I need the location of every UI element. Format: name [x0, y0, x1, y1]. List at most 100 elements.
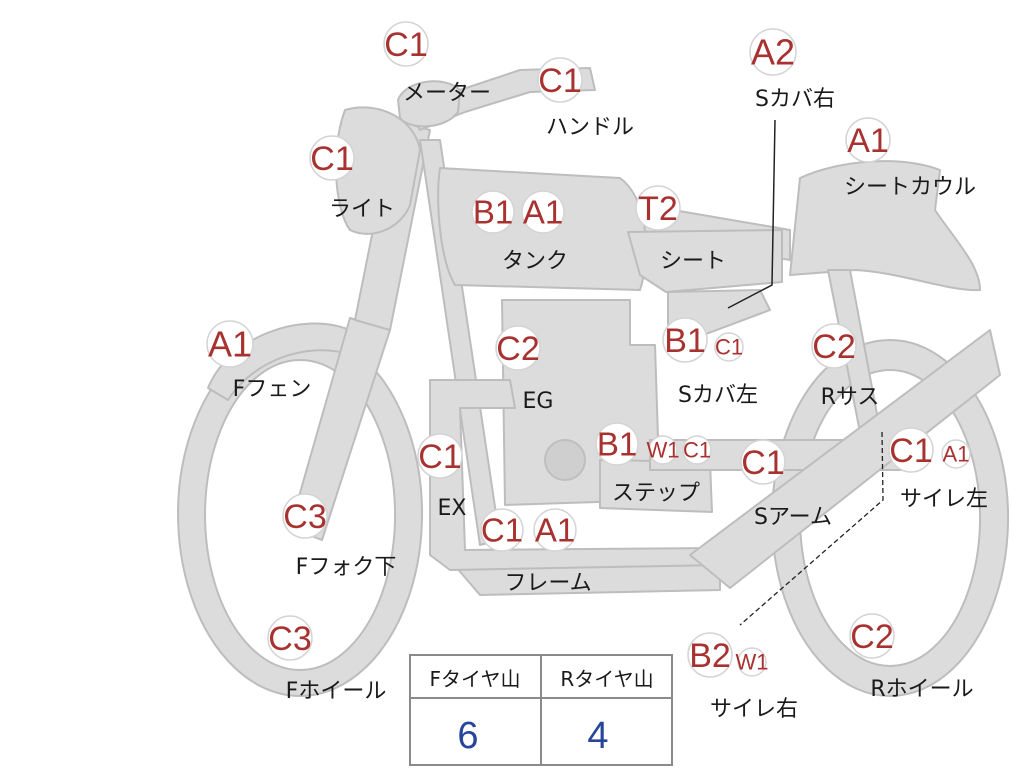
grade-badge-tank-2: A1: [521, 190, 565, 234]
grade-badge-tank-1: B1: [471, 190, 515, 234]
grade-badge-text: W1: [647, 438, 680, 463]
grade-badge-silencer-right-2: W1: [736, 647, 769, 677]
grade-badge-text: C1: [418, 438, 461, 476]
grade-badge-text: C1: [741, 444, 784, 482]
grade-badge-side-cover-left-1: B1: [662, 317, 708, 363]
grade-badge-text: C3: [268, 620, 311, 658]
grade-badge-frame-1: C1: [480, 508, 524, 552]
leader-side-cover-right: [727, 119, 776, 309]
grade-badge-text: W1: [736, 650, 769, 675]
grade-badge-circle: [480, 508, 524, 552]
part-label-front-fender: Fフェン: [233, 377, 312, 402]
grade-badge-text: A2: [751, 32, 795, 73]
part-label-swing-arm: Sアーム: [754, 505, 832, 530]
part-label-engine: EG: [523, 389, 554, 414]
part-label-front-fork-lower: Fフォク下: [296, 555, 397, 580]
grade-badge-circle: [635, 185, 681, 231]
grade-badge-circle: [888, 427, 934, 473]
grade-badge-circle: [267, 615, 313, 661]
part-label-meter: メーター: [403, 81, 491, 106]
seat-shape: [627, 229, 783, 293]
grade-badge-circle: [471, 190, 515, 234]
grade-badge-text: C2: [496, 330, 539, 368]
grade-badge-text: A1: [847, 122, 889, 160]
grade-badge-text: A1: [208, 324, 252, 365]
leader-silencer: [739, 431, 884, 626]
grade-badge-step-1: B1: [595, 422, 639, 466]
grade-badge-circle: [811, 323, 857, 369]
grade-badge-silencer-right-1: B2: [687, 632, 733, 678]
tire-table-value-rear: 4: [587, 715, 608, 757]
grade-badge-text: A1: [523, 194, 563, 231]
grade-badge-engine-1: C2: [495, 325, 541, 371]
part-label-frame: フレーム: [504, 571, 591, 596]
grade-badge-circle: [687, 632, 733, 678]
grade-badge-circle: [749, 28, 797, 76]
grade-badge-circle: [714, 332, 744, 362]
grade-badge-text: T2: [638, 190, 678, 228]
grade-badge-circle: [495, 325, 541, 371]
part-label-silencer-right: サイレ右: [710, 697, 798, 722]
part-label-light: ライト: [329, 197, 395, 222]
part-label-silencer-left: サイレ左: [900, 487, 988, 512]
grade-badge-circle: [206, 320, 254, 368]
tire-table-header-rear: Rタイヤ山: [560, 667, 653, 691]
grade-badge-meter-1: C1: [383, 21, 429, 67]
exhaust-shape: [429, 379, 721, 571]
grade-badge-side-cover-right-1: A2: [749, 28, 797, 76]
leader-lines: [727, 119, 884, 626]
grade-badge-text: C1: [683, 438, 711, 463]
grade-badge-rear-wheel-1: C2: [849, 613, 895, 659]
grade-badge-circle: [309, 135, 355, 181]
grade-badge-circle: [941, 439, 971, 469]
tire-table: Fタイヤ山 Rタイヤ山 6 4: [409, 654, 673, 766]
part-label-rear-wheel: Rホイール: [870, 677, 973, 702]
grade-badge-circle: [383, 21, 429, 67]
grade-badge-circle: [282, 493, 328, 539]
grade-badge-silencer-left-2: A1: [941, 439, 971, 469]
grade-badge-text: C1: [715, 335, 743, 360]
part-label-tank: タンク: [502, 249, 568, 274]
part-label-step: ステップ: [612, 481, 700, 506]
grade-badge-circle: [533, 508, 577, 552]
grade-badge-text: C1: [384, 26, 427, 64]
grade-badge-text: B2: [689, 637, 731, 675]
grade-badge-text: C1: [310, 140, 353, 178]
tire-table-value-front: 6: [457, 715, 478, 757]
part-label-rear-suspension: Rサス: [821, 385, 880, 410]
grade-badge-circle: [737, 647, 767, 677]
grade-badge-text: B1: [664, 322, 706, 360]
part-label-side-cover-left: Sカバ左: [678, 383, 758, 408]
grade-badge-rear-suspension-1: C2: [811, 323, 857, 369]
grade-badge-circle: [849, 613, 895, 659]
grade-badge-text: A1: [535, 512, 575, 549]
grade-badge-text: C2: [812, 328, 855, 366]
grade-badge-circle: [595, 422, 639, 466]
grade-badge-circle: [537, 57, 583, 103]
grade-badge-step-2: W1: [647, 435, 680, 465]
tire-table-header-front: Fタイヤ山: [430, 667, 521, 691]
part-label-front-wheel: Fホイール: [286, 679, 387, 704]
grade-badge-frame-2: A1: [533, 508, 577, 552]
grade-badge-front-fender-1: A1: [206, 320, 254, 368]
meter-shape: [397, 80, 461, 128]
grade-badge-front-wheel-1: C3: [267, 615, 313, 661]
grade-badge-step-3: C1: [682, 435, 712, 465]
front-wheel-shape: [177, 331, 423, 697]
grade-badge-exhaust-1: C1: [417, 433, 463, 479]
grade-badge-circle: [417, 433, 463, 479]
grade-badge-text: C1: [538, 62, 581, 100]
grade-badge-circle: [740, 439, 786, 485]
engine-cover-shape: [544, 439, 586, 481]
grade-badge-text: B1: [473, 194, 513, 231]
grade-badge-swing-arm-1: C1: [740, 439, 786, 485]
silencer-shape: [689, 329, 1001, 589]
grade-badge-circle: [521, 190, 565, 234]
grade-badge-light-1: C1: [309, 135, 355, 181]
grade-badge-seat-1: T2: [635, 185, 681, 231]
grade-badge-circle: [845, 117, 891, 163]
part-label-exhaust: EX: [438, 496, 467, 521]
grade-badge-seat-cowl-1: A1: [845, 117, 891, 163]
